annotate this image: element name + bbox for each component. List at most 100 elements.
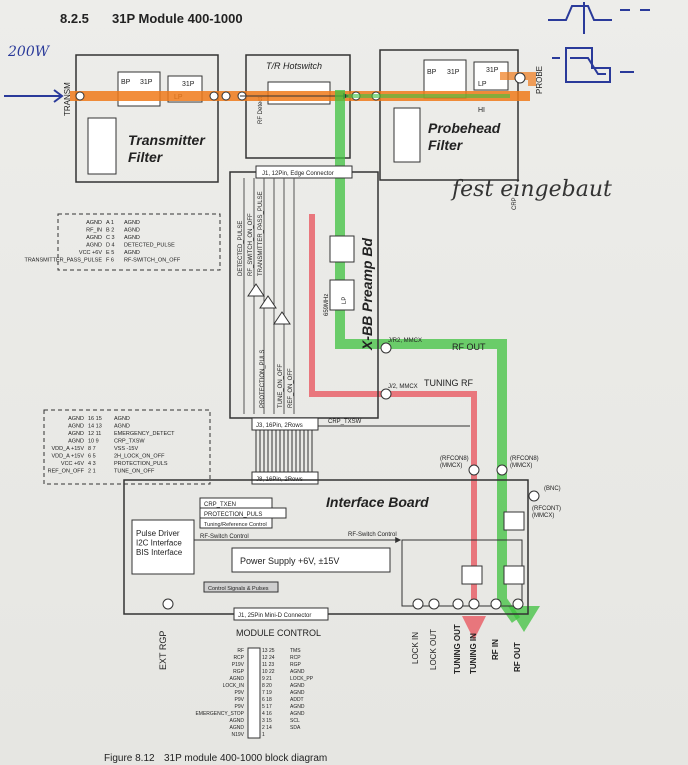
figure-caption: 31P module 400-1000 block diagram [164, 753, 327, 764]
hotswitch-box [245, 54, 351, 159]
lock-in-label: LOCK IN [411, 632, 420, 664]
power-supply-box [231, 547, 391, 573]
section-number: 8.2.5 [60, 11, 89, 26]
pin-table-2-left-cell: VDD_A +15V [51, 446, 84, 452]
pin-table-3-left-cell: P19V [232, 662, 245, 668]
pin-table-3-mid-cell: 4 16 [262, 711, 272, 717]
pin-table-2-mid-cell: 8 7 [88, 446, 96, 452]
pin-table-2-left-cell: AGND [68, 431, 84, 437]
transmitter-filter-box [75, 54, 219, 183]
tuning-in-label: TUNING IN [469, 633, 478, 674]
ribbon-cable [255, 430, 313, 472]
pin-table-3-right-cell: RCP [290, 655, 301, 661]
pin-table-3-left-cell: AGND [230, 676, 245, 682]
lp-label-2: LP [478, 81, 487, 88]
pin-table-1-mid-cell: F 6 [106, 258, 114, 264]
pin-table-1-mid-cell: B 2 [106, 228, 114, 234]
p31-label-3: 31P [447, 69, 460, 76]
pin-table-2-left-cell: VDD_A +15V [51, 454, 84, 460]
pin-table-1-mid-cell: D 4 [106, 243, 115, 249]
pin-table-3-right-cell: AGND [290, 690, 305, 696]
pin-table-2-mid-cell: 10 9 [88, 439, 99, 445]
edge-connector [255, 165, 353, 179]
pin-table-2-right-cell: AGND [114, 424, 130, 430]
pin-table-1-right-cell: DETECTED_PULSE [124, 243, 175, 249]
tuning-rf-label: TUNING RF [424, 378, 473, 388]
j3-label: J3, 16Pin, 2Rows [256, 423, 303, 429]
pin-table-2-right-cell: 2H_LOCK_ON_OFF [114, 454, 165, 460]
pin-table-1-left-cell: TRANSMITTER_PASS_PULSE [24, 258, 102, 264]
pin-table-2-mid-cell: 2 1 [88, 469, 96, 475]
pin-table-3-left-cell: RGP [233, 669, 245, 675]
handwritten-arrow [4, 89, 64, 103]
pin-table-2-left-cell: VCC +6V [61, 461, 84, 467]
j2-mmcx-label: J/R2, MMCX [388, 338, 422, 344]
bnc-label: (BNC) [544, 486, 561, 492]
pulse-driver-box [131, 519, 195, 575]
pin-table-2-frame [43, 409, 211, 485]
power-supply-label: Power Supply +6V, ±15V [240, 556, 339, 566]
probehead-filter-title: Probehead Filter [428, 120, 504, 153]
edge-connector-label: J1, 12Pin, Edge Connector [262, 171, 334, 177]
pin-table-2-left-cell: REF_ON_OFF [48, 469, 85, 475]
pin-table-1-right-cell: RF-SWITCH_ON_OFF [124, 258, 181, 264]
pin-table-3-mid-cell: 11 23 [262, 662, 274, 668]
detected-pulse-vlabel: DETECTED_PULSE [238, 221, 244, 276]
pin-table-2-left-cell: AGND [68, 424, 84, 430]
ext-rgp-label: EXT RGP [158, 631, 168, 670]
j1-25pin-connector [233, 607, 329, 621]
module-control-label: MODULE CONTROL [236, 628, 321, 638]
pin-table-3-right-cell: SCL [290, 718, 300, 724]
pin-table-1-right-cell: AGND [124, 228, 140, 234]
pin-table-3-left-cell: N19V [231, 732, 244, 738]
p31-label-2: 31P [182, 81, 195, 88]
rf-switch-vlabel: RF_SWITCH_ON_OFF [248, 213, 254, 276]
rf-out-arrowhead [508, 606, 540, 632]
bottom-connectors [162, 598, 524, 610]
pin-table-1-right-cell: AGND [124, 250, 140, 256]
protection-puls-label: PROTECTION_PULS [204, 512, 262, 518]
pin-table-3-left-cell: AGND [230, 725, 245, 731]
pin-table-2-mid-cell: 16 15 [88, 416, 102, 422]
pin-table-3-right-cell: AGND [290, 669, 305, 675]
pin-table-1-left-cell: RF_IN [86, 228, 102, 234]
tuning-ref-label: Tuning/Reference Control [204, 522, 267, 528]
probehead-filter-box [379, 49, 519, 181]
pin-table-1-frame [57, 213, 221, 271]
section-title: 31P Module 400-1000 [112, 11, 243, 26]
pin-table-3-left-cell: LOCK_IN [223, 683, 245, 689]
pin-table-3-mid-cell: 7 19 [262, 690, 272, 696]
rfcon-rf-connector [496, 464, 508, 476]
ref-on-off-vlabel: REF_ON_OFF [288, 368, 294, 408]
rf-detect-label: RF Detect [258, 97, 264, 124]
pin-table-1-mid-cell: C 3 [106, 235, 115, 241]
pin-table-2-mid-cell: 4 3 [88, 461, 96, 467]
lp659-label: 659MHz [324, 294, 330, 316]
rfcon-tuning-connector [468, 464, 480, 476]
pin-table-3-right-cell: AGND [290, 704, 305, 710]
pin-table-3-left-cell: P9V [235, 697, 245, 703]
pin-table-2-right-cell: PROTECTION_PULS [114, 461, 168, 467]
pin-table-3-mid-cell: 6 18 [262, 697, 272, 703]
hotswitch-title: T/R Hotswitch [266, 61, 322, 71]
pin-table-3-mid-cell: 1 [262, 732, 265, 738]
pin-table-1-left-cell: AGND [86, 243, 102, 249]
pin-table-1-mid-cell: E 5 [106, 250, 114, 256]
pin-table-3-mid-cell: 2 14 [262, 725, 272, 731]
interface-board-title: Interface Board [326, 494, 429, 510]
tuning-ref-signal [199, 517, 273, 529]
tuning-rf-connector [380, 388, 392, 400]
pin-table-3-right-cell: LOCK_PP [290, 676, 314, 682]
pin-table-3-connector [247, 647, 261, 739]
tuning-out-label: TUNING OUT [453, 624, 462, 674]
lock-out-label: LOCK OUT [429, 629, 438, 670]
pin-table-3-mid-cell: 8 20 [262, 683, 272, 689]
pin-table-3-mid-cell: 12 24 [262, 655, 275, 661]
crp-label: CRP [512, 197, 518, 210]
probehead-trap-circuit [393, 107, 421, 163]
switch-symbols [461, 511, 525, 585]
pin-table-2-left-cell: AGND [68, 416, 84, 422]
tuning-path-highlight [309, 214, 477, 600]
pin-table-2-right-cell: TUNE_ON_OFF [114, 469, 155, 475]
